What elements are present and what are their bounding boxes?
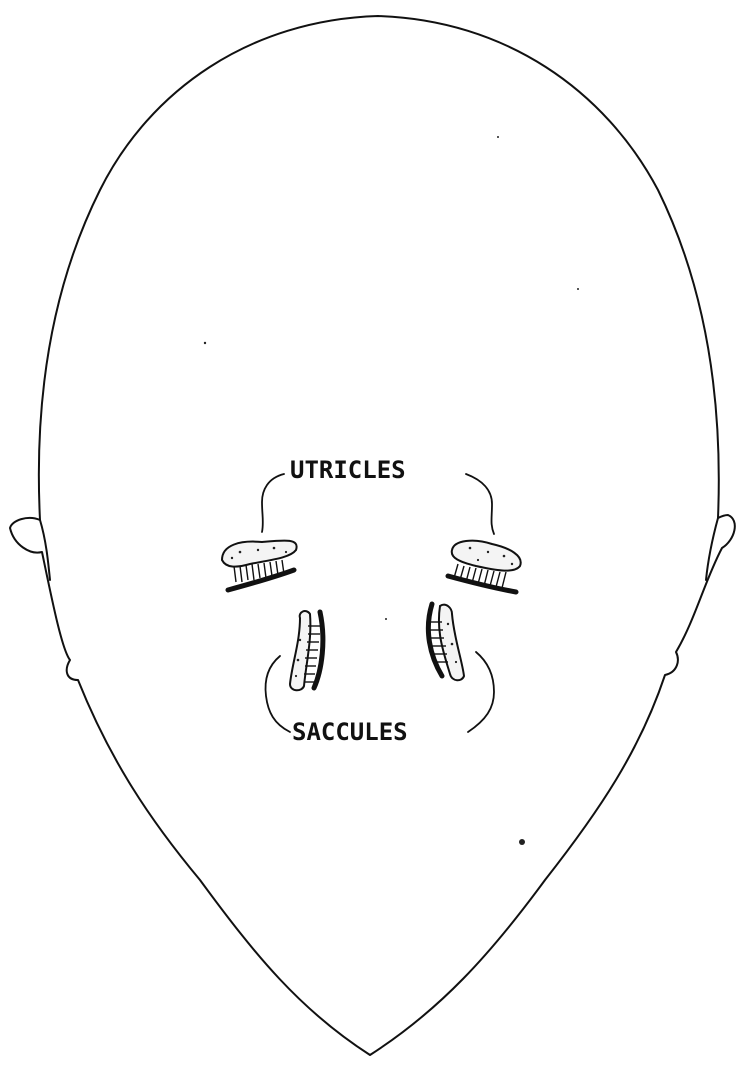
left-saccule [290, 611, 323, 690]
saccules-bracket-left [266, 656, 290, 732]
stray-dot [519, 839, 525, 845]
saccules-bracket-right [468, 652, 494, 732]
stray-dot [497, 136, 499, 138]
right-utricle [448, 541, 521, 592]
stray-dot [204, 342, 206, 344]
left-utricle [222, 540, 297, 590]
utricles-bracket-left [262, 474, 284, 532]
stray-dot [385, 618, 387, 620]
stray-dot [577, 288, 579, 290]
utricles-label: UTRICLES [290, 456, 406, 484]
head-outline [10, 16, 735, 1055]
utricles-bracket-right [466, 474, 494, 534]
right-saccule [428, 604, 464, 680]
saccules-label: SACCULES [292, 718, 408, 746]
